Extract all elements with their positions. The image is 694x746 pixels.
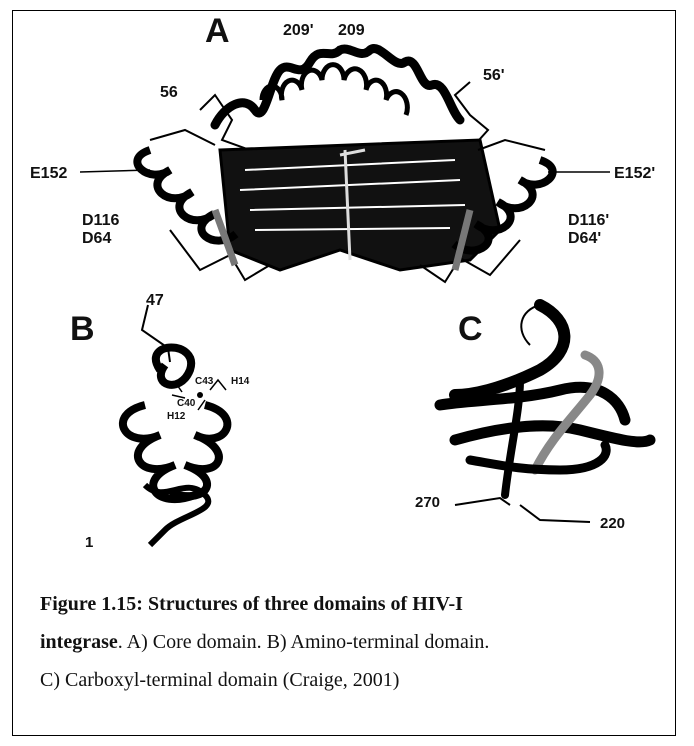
residue-label-56-prime: 56' [483,67,505,84]
panel-c-carboxyl-terminal-domain: C 270 220 [415,305,650,532]
residue-label-h12: H12 [167,411,186,422]
residue-label-d64-prime: D64' [568,230,601,247]
panel-a-core-domain: A 209' 209 56 56' E152 E152' D116 D64 D1… [30,12,655,282]
caption-line-3: C) Carboxyl-terminal domain (Craige, 200… [40,661,660,699]
protein-structure-figure: A 209' 209 56 56' E152 E152' D116 D64 D1… [0,0,694,560]
caption-title-part-1: Figure 1.15: Structures of three domains… [40,593,463,615]
panel-b-top-helix [156,348,191,385]
residue-label-c43: C43 [195,376,214,387]
residue-label-c40: C40 [177,398,196,409]
caption-description-1: . A) Core domain. B) Amino-terminal doma… [118,631,490,653]
residue-label-d64: D64 [82,230,111,247]
residue-label-209: 209 [338,22,365,39]
panel-a-top-helix [215,49,460,125]
panel-b-zinc-ion [197,392,203,398]
residue-label-d116-prime: D116' [568,212,609,229]
residue-label-220: 220 [600,515,625,532]
residue-label-h14: H14 [231,376,250,387]
residue-label-e152: E152 [30,165,67,182]
figure-caption: Figure 1.15: Structures of three domains… [40,585,660,699]
panel-label-b: B [70,310,95,348]
caption-line-1: Figure 1.15: Structures of three domains… [40,585,660,623]
caption-description-2: C) Carboxyl-terminal domain (Craige, 200… [40,669,399,691]
panel-b-amino-terminal-domain: B 47 C43 H14 C40 H12 1 [70,292,250,551]
panel-c-termini [455,498,590,522]
panel-label-c: C [458,310,483,348]
residue-label-1: 1 [85,534,93,551]
panel-label-a: A [205,12,230,50]
residue-label-209-prime: 209' [283,22,314,39]
panel-c-top-loop [521,305,540,345]
residue-label-d116: D116 [82,212,119,229]
caption-line-2: integrase. A) Core domain. B) Amino-term… [40,623,660,661]
caption-title-part-2: integrase [40,631,118,653]
residue-label-47: 47 [146,292,164,309]
residue-label-270: 270 [415,494,440,511]
residue-label-e152-prime: E152' [614,165,655,182]
residue-label-56: 56 [160,84,178,101]
